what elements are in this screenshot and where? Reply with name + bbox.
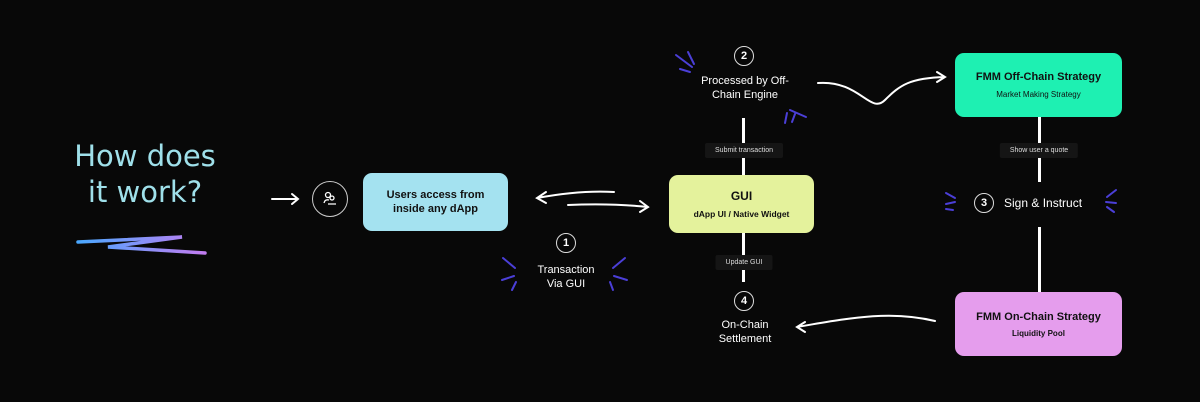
step-4-line-2: Settlement (718, 333, 772, 345)
pill-submit-transaction: Submit transaction (705, 143, 783, 158)
step-3-badge: 3 (974, 193, 994, 213)
sparkle-accents (501, 51, 1117, 291)
pill-show-quote: Show user a quote (999, 143, 1079, 158)
step-1-badge: 1 (556, 233, 576, 253)
arrow-user-to-gui (567, 200, 650, 213)
title-line-2: it work? (87, 175, 203, 209)
step-4-badge: 4 (734, 291, 754, 311)
step-4-line-1: On-Chain (721, 319, 769, 331)
pill-update-gui: Update GUI (715, 255, 773, 270)
offchain-strategy-box: FMM Off-Chain Strategy Market Making Str… (955, 53, 1122, 117)
user-box-line-2: inside any dApp (393, 203, 478, 215)
gui-title: GUI (730, 189, 753, 203)
arrow-engine-to-offchain (817, 71, 947, 105)
onchain-title: FMM On-Chain Strategy (976, 310, 1101, 323)
onchain-connector-line (1038, 227, 1041, 293)
step-3-label: Sign & Instruct (1004, 196, 1083, 210)
user-access-box: Users access from inside any dApp (363, 173, 508, 231)
step-2-badge: 2 (734, 46, 754, 66)
onchain-strategy-box: FMM On-Chain Strategy Liquidity Pool (955, 292, 1122, 356)
onchain-subtitle: Liquidity Pool (1012, 328, 1065, 338)
title-line-1: How does (74, 139, 216, 173)
title-underline-scribble (76, 235, 207, 255)
step-2-line-2: Chain Engine (711, 89, 779, 101)
arrow-onchain-to-settlement (795, 314, 936, 333)
arrow-gui-to-user (535, 190, 615, 204)
step-2-line-1: Processed by Off- (701, 75, 789, 87)
user-box-line-1: Users access from (386, 189, 485, 201)
arrow-to-user-icon (271, 193, 300, 205)
offchain-title: FMM Off-Chain Strategy (975, 71, 1102, 83)
step-1-line-1: Transaction (537, 264, 595, 276)
gui-box: GUI dApp UI / Native Widget (669, 175, 814, 233)
gui-subtitle: dApp UI / Native Widget (693, 209, 790, 219)
offchain-subtitle: Market Making Strategy (996, 90, 1081, 99)
user-group-icon (312, 181, 348, 217)
page-title: How does it work? (60, 138, 230, 210)
step-1-line-2: Via GUI (546, 278, 586, 290)
step-2-label: Processed by Off- Chain Engine (690, 74, 800, 102)
